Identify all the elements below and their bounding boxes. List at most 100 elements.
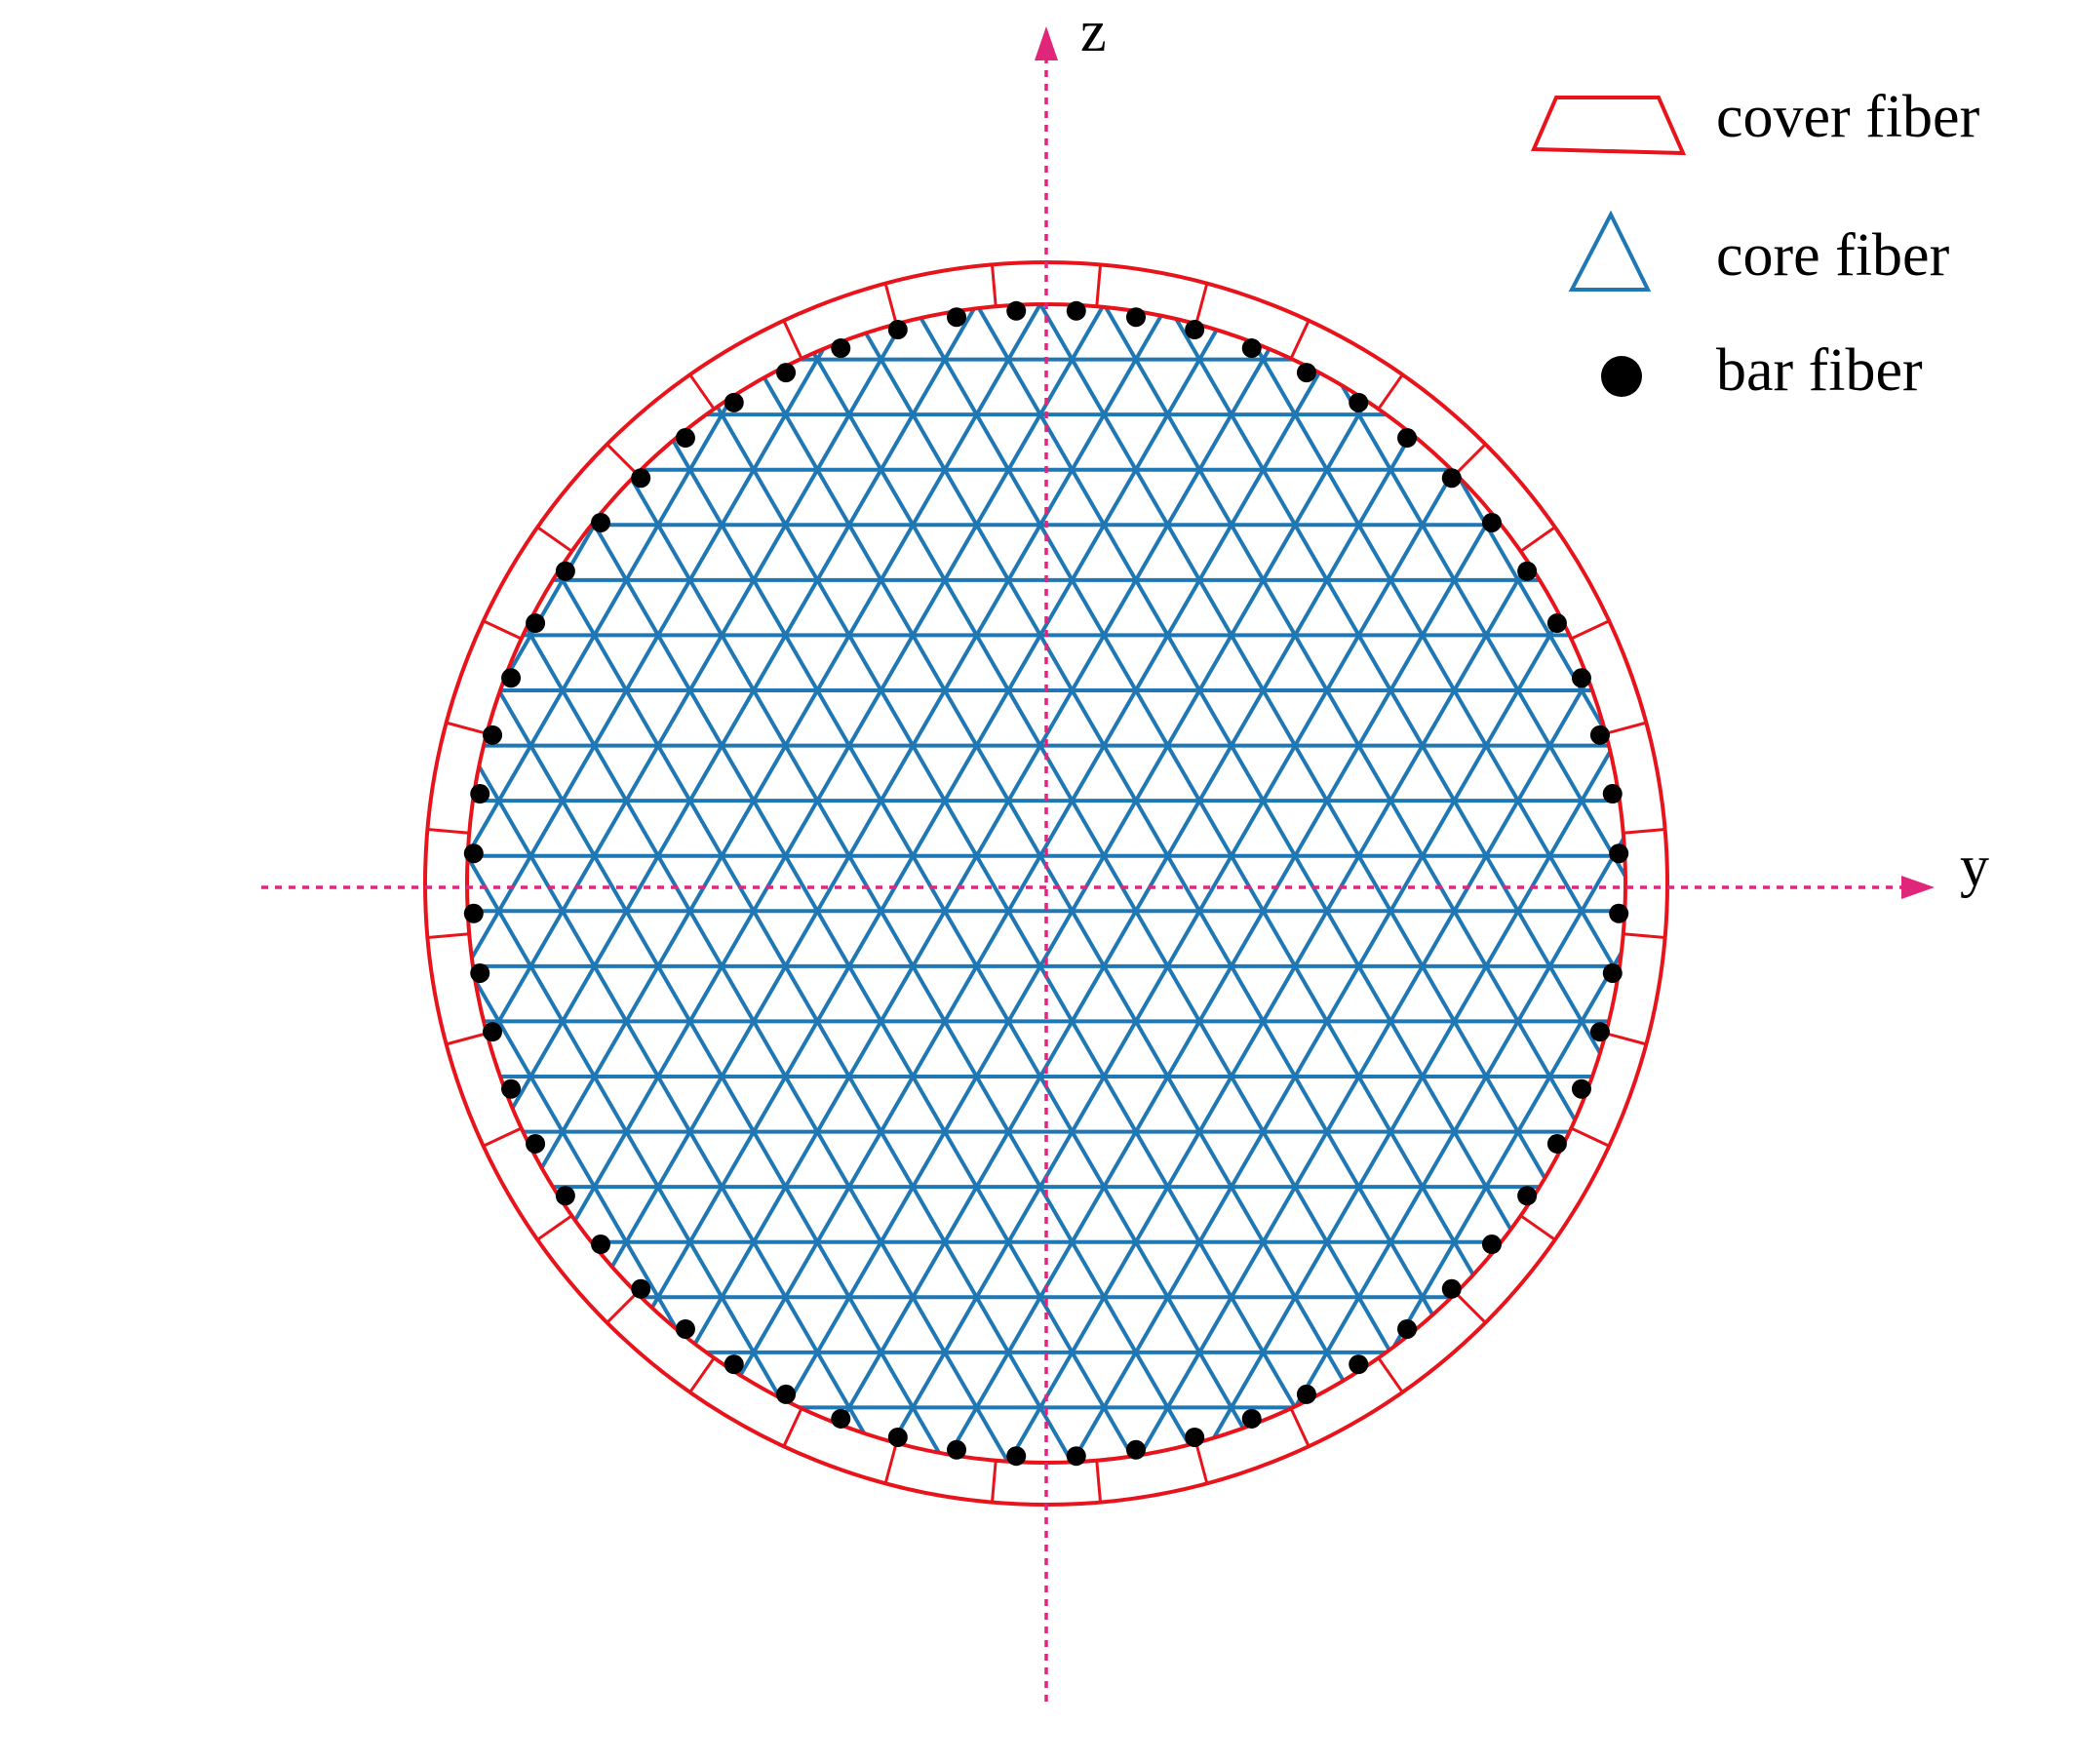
cover-fiber-divider	[483, 1126, 523, 1148]
core-fiber-edge	[752, 524, 788, 581]
core-fiber-edge	[720, 634, 756, 691]
bar-fiber	[776, 1384, 797, 1404]
core-fiber-edge	[1230, 689, 1266, 747]
core-fiber-edge	[528, 910, 565, 967]
core-fiber-edge	[1547, 854, 1584, 913]
core-fiber-edge	[1165, 910, 1201, 967]
core-fiber-edge	[1452, 964, 1488, 1023]
core-fiber-edge	[404, 1242, 436, 1298]
core-fiber-edge	[624, 1075, 660, 1133]
core-fiber-edge	[1580, 304, 1616, 361]
core-fiber-edge	[1709, 1077, 1741, 1132]
core-fiber-edge	[1325, 1186, 1361, 1243]
core-fiber-edge	[1165, 800, 1201, 857]
core-fiber-edge	[1547, 800, 1584, 857]
core-fiber-edge	[1580, 1406, 1616, 1463]
core-fiber-edge	[656, 744, 692, 803]
core-fiber-edge	[404, 1187, 436, 1242]
core-fiber-edge	[1261, 1130, 1297, 1189]
core-fiber-edge	[879, 1186, 915, 1243]
core-fiber-edge	[815, 1130, 851, 1189]
core-fiber-edge	[687, 1240, 724, 1299]
core-fiber-edge	[1134, 800, 1170, 857]
core-fiber-edge	[624, 1186, 660, 1243]
core-fiber-edge	[879, 744, 915, 803]
core-fiber-edge	[1421, 688, 1457, 747]
bar-fiber	[1589, 725, 1610, 745]
core-fiber-edge	[372, 304, 404, 360]
core-fiber-edge	[974, 689, 1010, 747]
core-fiber-edge	[1516, 413, 1552, 471]
core-fiber-edge	[1006, 1130, 1042, 1189]
core-fiber-edge	[592, 634, 629, 691]
core-fiber-edge	[339, 1407, 372, 1463]
core-fiber-edge	[783, 1020, 820, 1078]
cover-fiber-divider	[1289, 1407, 1310, 1447]
core-fiber-edge	[783, 1130, 820, 1189]
legend-bar-label: bar fiber	[1716, 337, 1923, 404]
core-fiber-edge	[1230, 964, 1266, 1023]
bar-fiber	[483, 1022, 503, 1042]
core-fiber-edge	[1645, 414, 1677, 470]
bar-fiber	[887, 1427, 908, 1447]
core-fiber-edge	[1293, 413, 1329, 471]
cover-fiber-divider	[990, 264, 997, 307]
core-fiber-edge	[592, 1130, 629, 1189]
core-fiber-edge	[561, 634, 597, 692]
core-fiber-edge	[815, 964, 851, 1023]
core-fiber-edge	[1230, 854, 1266, 913]
core-fiber-edge	[1165, 413, 1201, 471]
core-fiber-edge	[467, 1351, 501, 1409]
bar-fiber	[887, 320, 908, 340]
cover-fiber-divider	[782, 1407, 803, 1447]
core-fiber-edge	[943, 964, 979, 1023]
core-fiber-edge	[943, 304, 979, 361]
core-fiber-edge	[1325, 1240, 1361, 1299]
core-fiber-edge	[1356, 413, 1392, 471]
core-fiber-edge	[1645, 525, 1677, 580]
core-fiber-edge	[1070, 1076, 1106, 1133]
core-fiber-edge	[1197, 689, 1233, 747]
core-fiber-edge	[1293, 1406, 1329, 1463]
core-fiber-edge	[1547, 304, 1584, 361]
core-fiber-edge	[372, 1021, 404, 1077]
core-fiber-edge	[1038, 578, 1075, 637]
core-fiber-edge	[911, 1130, 947, 1189]
core-fiber-edge	[561, 1406, 597, 1463]
trapezoid-icon	[1530, 96, 1687, 156]
core-fiber-edge	[528, 1351, 565, 1409]
core-fiber-edge	[656, 854, 692, 913]
core-fiber-edge	[1516, 1296, 1552, 1353]
core-fiber-edge	[496, 744, 533, 803]
core-fiber-edge	[783, 413, 820, 471]
core-fiber-edge	[1165, 964, 1201, 1023]
core-fiber-edge	[467, 1186, 469, 1243]
core-fiber-edge	[752, 800, 788, 857]
bar-fiber	[675, 1318, 695, 1339]
core-fiber-edge	[1516, 1406, 1552, 1463]
core-fiber-edge	[624, 1240, 660, 1299]
core-fiber-edge	[815, 800, 851, 857]
core-fiber-edge	[687, 854, 724, 913]
core-fiber-edge	[1006, 800, 1042, 857]
core-fiber-edge	[467, 1296, 501, 1353]
core-fiber-edge	[783, 524, 820, 581]
core-fiber-edge	[1102, 413, 1138, 471]
core-fiber-edge	[1102, 1240, 1138, 1299]
core-fiber-edge	[1325, 634, 1361, 691]
core-fiber-edge	[1197, 910, 1233, 967]
core-fiber-edge	[943, 578, 979, 637]
core-fiber-edge	[1484, 964, 1520, 1023]
core-fiber-edge	[1134, 744, 1170, 803]
core-fiber-edge	[720, 1130, 756, 1189]
core-fiber-edge	[1677, 304, 1709, 360]
core-fiber-edge	[1325, 1076, 1361, 1133]
core-fiber-edge	[1677, 360, 1709, 415]
core-fiber-edge	[1197, 964, 1233, 1023]
bar-fiber	[776, 363, 797, 383]
core-fiber-edge	[1516, 854, 1552, 913]
core-fiber-edge	[1452, 1076, 1488, 1133]
cover-fiber-divider	[446, 721, 488, 735]
z-axis-arrow-icon	[1035, 26, 1058, 60]
core-fiber-edge	[1134, 358, 1170, 416]
